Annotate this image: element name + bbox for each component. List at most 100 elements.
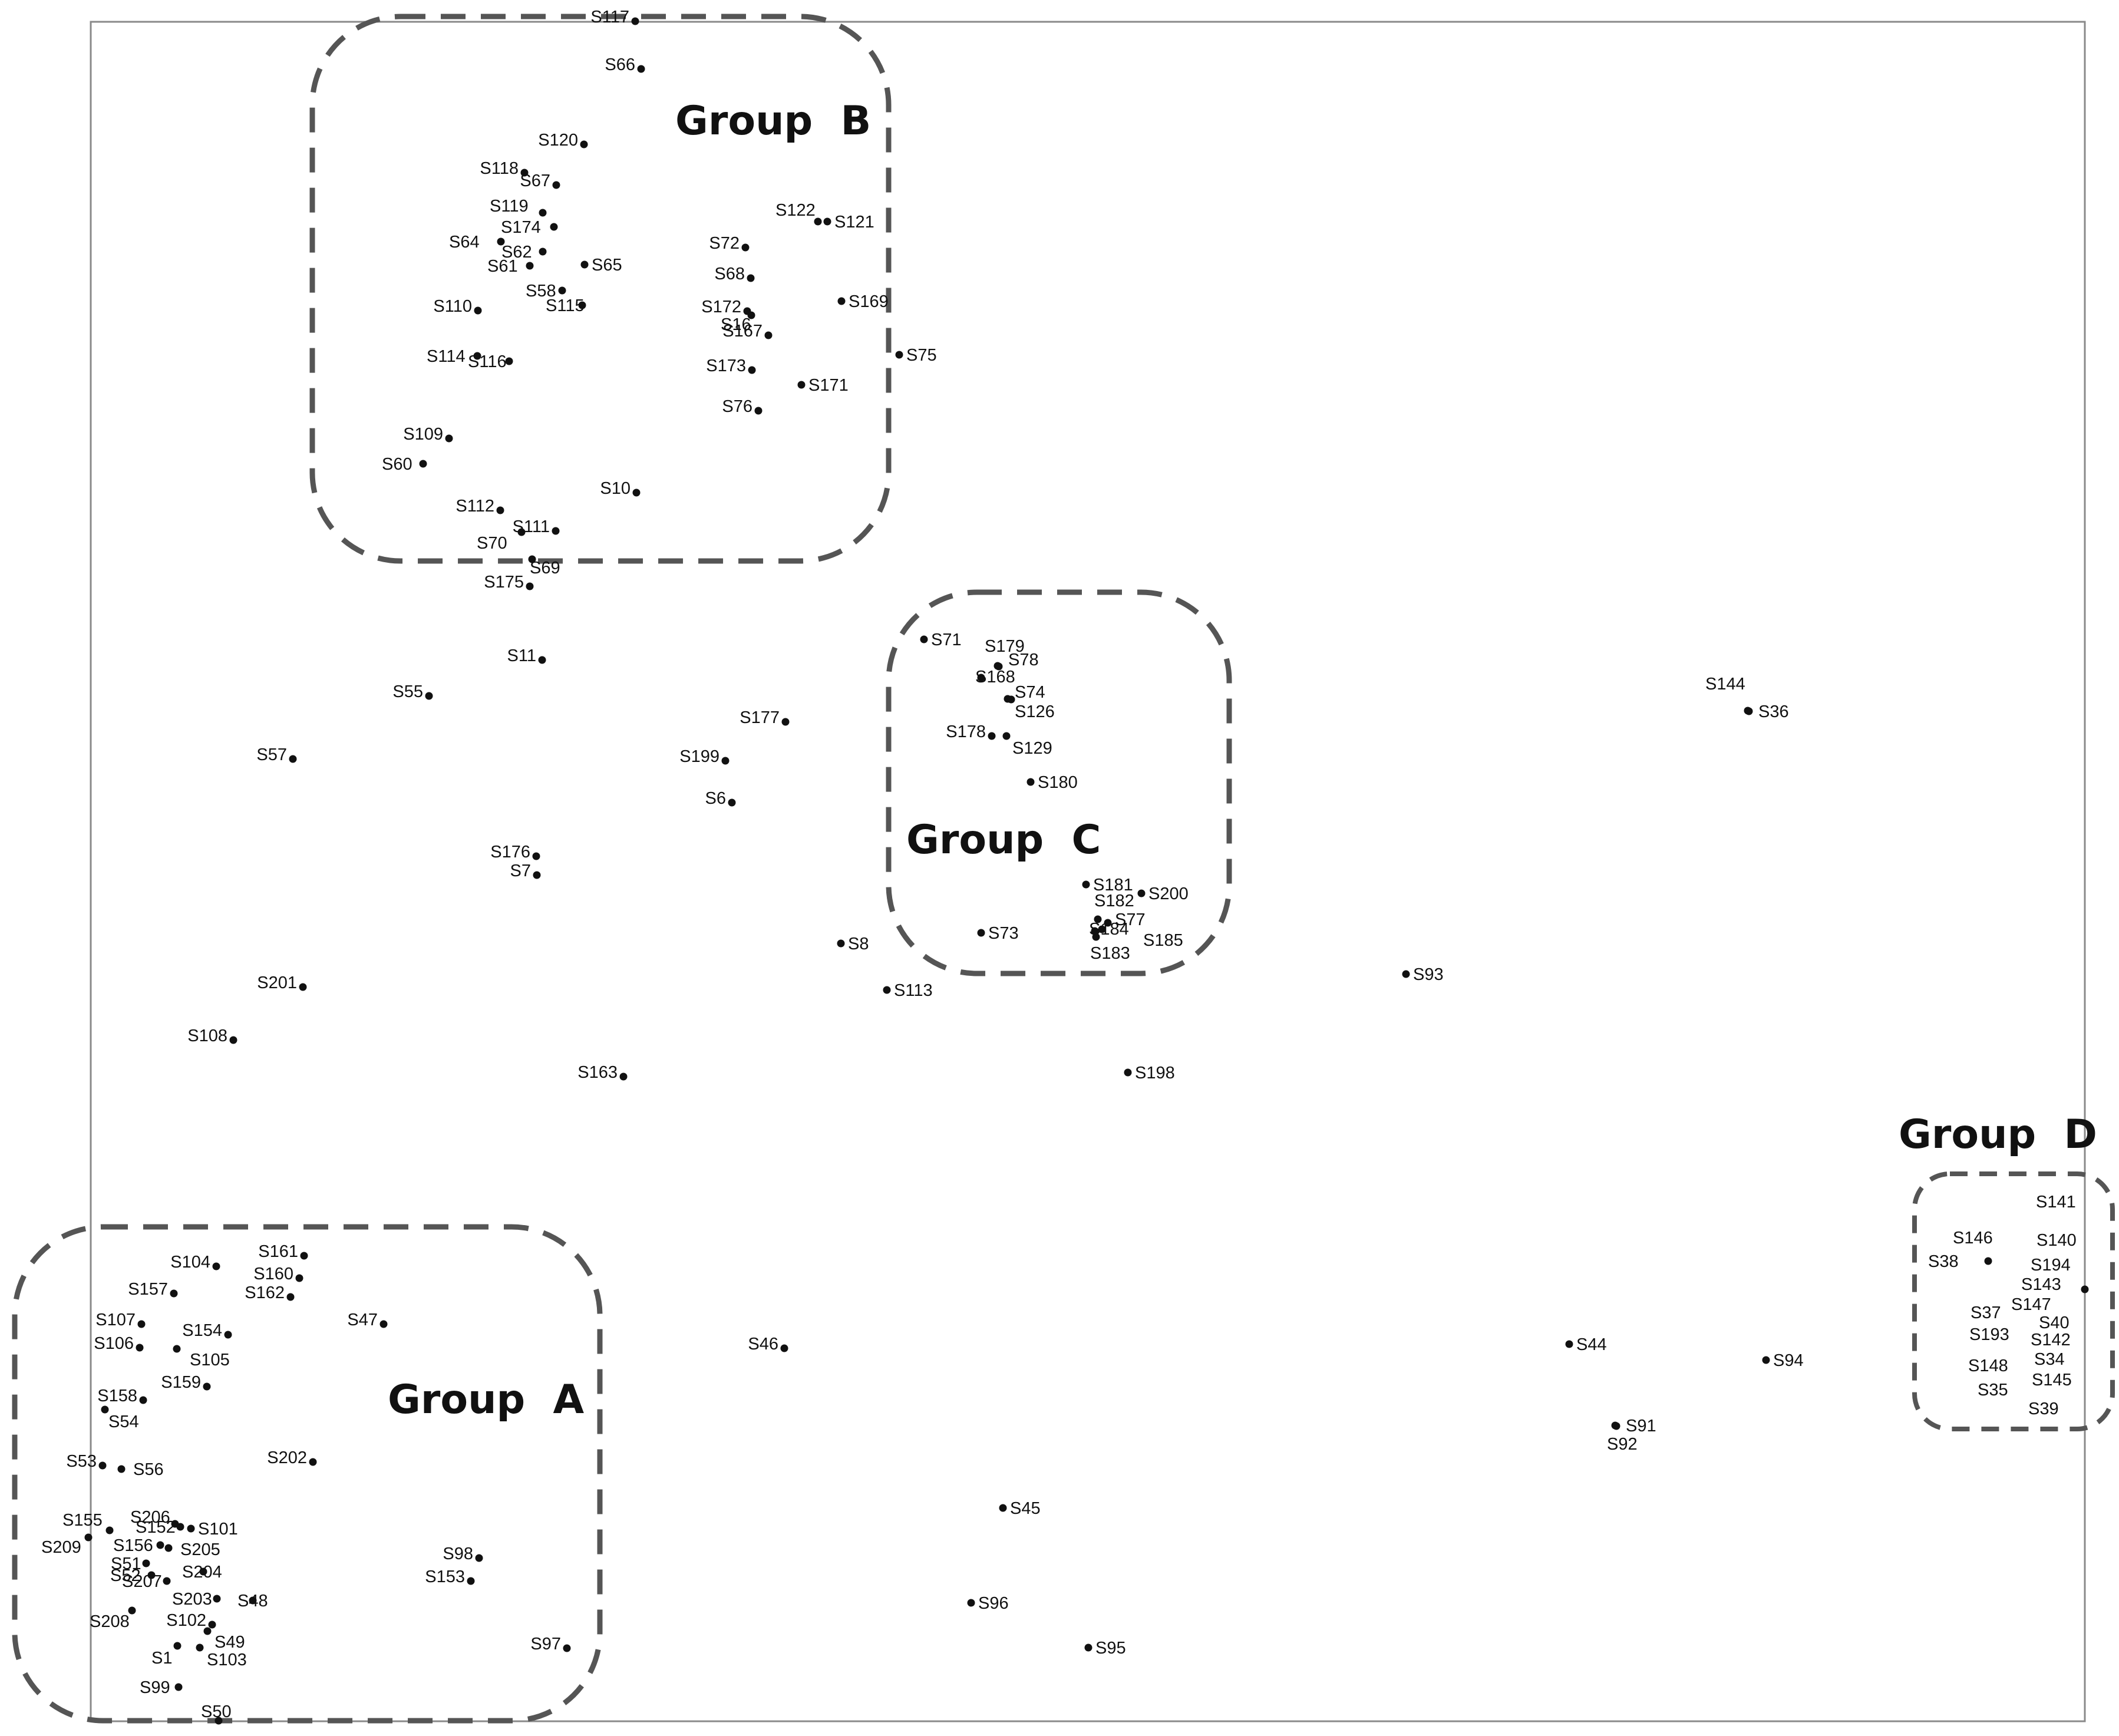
point-label-s69: S69 (530, 559, 560, 577)
point-s160 (295, 1274, 303, 1282)
point-s163 (619, 1072, 628, 1081)
point-label-s98: S98 (443, 1544, 473, 1563)
point-label-s156: S156 (113, 1536, 153, 1555)
point-label-s68: S68 (714, 265, 745, 283)
point-s121 (823, 217, 831, 226)
point-s45 (999, 1504, 1007, 1512)
point-s52 (147, 1571, 156, 1579)
point-label-s193: S193 (1969, 1325, 2009, 1344)
point-s153 (467, 1577, 475, 1585)
point-label-s11: S11 (507, 646, 536, 665)
point-s152 (176, 1523, 184, 1531)
point-s97 (563, 1644, 571, 1652)
point-s8 (837, 939, 845, 948)
point-label-s45: S45 (1010, 1499, 1041, 1518)
group-label-group-c: Group C (906, 817, 1101, 863)
point-label-s184: S184 (1089, 920, 1129, 939)
point-s159 (203, 1382, 211, 1391)
point-label-s72: S72 (709, 234, 740, 253)
point-label-s204: S204 (182, 1563, 222, 1582)
point-label-s97: S97 (530, 1635, 561, 1654)
point-s118 (520, 169, 529, 177)
point-s78 (995, 662, 1003, 671)
point-s51 (142, 1559, 150, 1567)
point-label-s116: S116 (468, 352, 507, 371)
point-label-s177: S177 (740, 708, 780, 727)
point-s69 (528, 555, 536, 563)
point-label-s172: S172 (701, 298, 741, 316)
point-s73 (977, 929, 985, 937)
point-s36 (1745, 707, 1753, 715)
point-s107 (137, 1320, 146, 1328)
point-label-s48: S48 (237, 1592, 268, 1610)
point-label-s141: S141 (2036, 1193, 2076, 1212)
point-s199 (721, 757, 730, 765)
point-s98 (475, 1554, 483, 1562)
point-s77 (1104, 919, 1112, 927)
point-group-d-1 (1984, 1257, 1992, 1265)
point-label-s50: S50 (201, 1702, 232, 1721)
point-label-s118: S118 (480, 159, 519, 178)
point-s115 (578, 301, 586, 309)
point-s110 (474, 306, 482, 315)
point-s60 (419, 460, 427, 468)
point-label-s143: S143 (2021, 1275, 2061, 1294)
point-label-s200: S200 (1148, 884, 1189, 903)
point-label-s205: S205 (180, 1540, 220, 1559)
point-label-s174: S174 (501, 218, 541, 237)
point-label-s122: S122 (775, 201, 816, 220)
point-label-s207: S207 (122, 1572, 162, 1591)
point-label-s95: S95 (1095, 1639, 1126, 1658)
point-s198 (1124, 1068, 1132, 1077)
point-label-s16: S16 (721, 315, 751, 334)
point-s67 (552, 181, 560, 189)
point-label-s70: S70 (477, 534, 507, 553)
point-label-s10: S10 (600, 479, 631, 498)
point-s109 (445, 434, 453, 443)
point-label-s103: S103 (207, 1651, 247, 1669)
point-s184 (1091, 927, 1099, 935)
point-label-s109: S109 (403, 425, 443, 444)
point-label-s106: S106 (94, 1334, 134, 1353)
point-s6 (728, 798, 736, 807)
point-s207 (163, 1577, 171, 1585)
point-s182 (1094, 915, 1102, 923)
point-s70 (517, 528, 526, 536)
point-s119 (539, 209, 547, 217)
point-s173 (748, 366, 756, 374)
point-label-s111: S111 (513, 517, 550, 536)
point-label-s67: S67 (520, 171, 550, 190)
point-s48 (249, 1596, 257, 1605)
point-label-s161: S161 (258, 1242, 298, 1261)
point-s65 (580, 260, 589, 269)
point-label-s144: S144 (1705, 675, 1745, 694)
point-s209 (84, 1533, 93, 1542)
point-s112 (496, 506, 504, 514)
group-label-group-d: Group D (1899, 1111, 2097, 1158)
point-label-s94: S94 (1773, 1351, 1804, 1370)
point-s157 (170, 1289, 178, 1298)
point-label-s160: S160 (253, 1265, 293, 1283)
point-label-s61: S61 (487, 257, 518, 276)
point-label-s76: S76 (722, 397, 752, 416)
point-label-s104: S104 (170, 1253, 210, 1272)
point-label-s158: S158 (97, 1387, 137, 1405)
point-s106 (136, 1344, 144, 1352)
point-label-s152: S152 (136, 1518, 176, 1537)
point-label-s107: S107 (95, 1311, 136, 1329)
point-label-s60: S60 (382, 455, 412, 474)
point-s1 (173, 1642, 181, 1650)
point-label-s108: S108 (187, 1027, 227, 1045)
point-s177 (781, 718, 790, 726)
point-label-s171: S171 (808, 376, 849, 395)
point-label-s153: S153 (425, 1567, 465, 1586)
point-label-s92: S92 (1607, 1435, 1638, 1454)
point-label-s163: S163 (577, 1063, 618, 1082)
point-label-s198: S198 (1135, 1064, 1175, 1082)
point-s114 (473, 352, 481, 360)
point-labels: S117S66S120S118S67S119S174S64S62S65S61S5… (41, 8, 2077, 1721)
point-label-s36: S36 (1758, 702, 1789, 721)
point-s185 (1098, 925, 1106, 933)
point-s50 (214, 1717, 223, 1725)
point-s105 (173, 1345, 181, 1353)
